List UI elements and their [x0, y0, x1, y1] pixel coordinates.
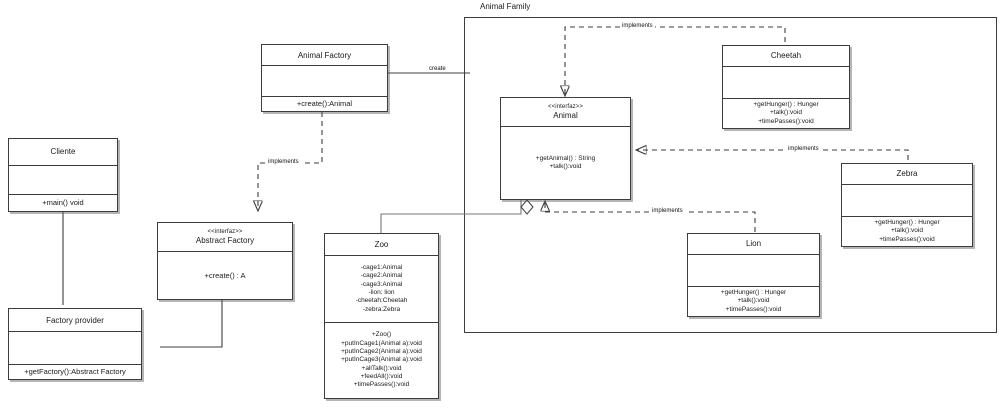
- operation-row: +timePasses():void: [353, 381, 410, 389]
- aggregation-diamond: [520, 199, 534, 215]
- operation-row: +timePasses():void: [758, 117, 814, 125]
- edge-zebra-implements-animal: [636, 150, 909, 160]
- operation-row: +talk():void: [549, 163, 582, 170]
- attribute-row: -cage2:Animal: [360, 272, 403, 280]
- edge-label-implements-lion: implements: [650, 208, 685, 214]
- class-attributes-zebra: [842, 185, 972, 218]
- operation-row: +putInCage1(Animal a):void: [341, 339, 422, 347]
- operation-row: +timePasses():void: [725, 305, 782, 313]
- class-box-zebra[interactable]: Zebra +getHunger() : Hunger +talk():void…: [841, 163, 973, 247]
- class-name-animal: Animal: [553, 110, 578, 120]
- class-stereotype-animal: <<interfaz>>: [548, 103, 583, 110]
- class-attributes-cheetah: [723, 67, 849, 100]
- edge-label-implements-cheetah: implements: [620, 23, 655, 29]
- attribute-row: -lion: lion: [368, 289, 395, 296]
- operation-row: +getAnimal() : String: [535, 154, 596, 162]
- class-box-cheetah[interactable]: Cheetah +getHunger() : Hunger +talk():vo…: [722, 45, 850, 129]
- operation-row: +talk():void: [891, 227, 923, 235]
- class-attributes-zoo: -cage1:Animal -cage2:Animal -cage3:Anima…: [325, 256, 438, 323]
- class-attributes-lion: [688, 255, 819, 288]
- class-header-abstract-factory: <<interfaz>> Abstract Factory: [158, 223, 292, 252]
- class-attributes-animal-factory: [262, 66, 387, 98]
- operation-row: +putInCage3(Animal a):void: [341, 356, 422, 364]
- class-box-cliente[interactable]: Cliente +main() void: [8, 138, 118, 212]
- edge-label-implements-abstract-factory: implements: [266, 159, 301, 165]
- edge-label-implements-zebra: implements: [786, 146, 821, 152]
- attribute-row: -cage1:Animal: [360, 264, 403, 272]
- class-name-lion: Lion: [745, 239, 762, 249]
- class-box-factory-provider[interactable]: Factory provider +getFactory():Abstract …: [8, 308, 142, 380]
- class-operations-cheetah: +getHunger() : Hunger +talk():void +time…: [723, 99, 849, 128]
- operation-row: +getHunger() : Hunger: [753, 101, 819, 109]
- class-header-factory-provider: Factory provider: [9, 309, 141, 333]
- class-stereotype-abstract-factory: <<interfaz>>: [207, 228, 243, 235]
- operation-row: +Zoo(): [371, 331, 392, 339]
- operation-row: +timePasses():void: [879, 235, 935, 243]
- class-header-animal: <<interfaz>> Animal: [501, 98, 630, 127]
- operation-row: +main() void: [42, 198, 84, 208]
- operation-row: +getHunger() : Hunger: [874, 219, 940, 227]
- operation-row: +putInCage2(Animal a):void: [341, 348, 422, 356]
- operation-row: +talk():void: [770, 109, 802, 117]
- attribute-row: -zebra:Zebra: [362, 305, 401, 313]
- operation-row: +create():Animal: [296, 99, 353, 109]
- edge-lion-implements-animal: [545, 201, 756, 232]
- class-header-cliente: Cliente: [9, 139, 117, 166]
- class-operations-lion: +getHunger() : Hunger +talk():void +time…: [688, 287, 819, 316]
- class-box-lion[interactable]: Lion +getHunger() : Hunger +talk():void …: [687, 233, 820, 317]
- class-operations-zoo: +Zoo() +putInCage1(Animal a):void +putIn…: [325, 323, 438, 398]
- class-operations-abstract-factory: +create() : A: [158, 252, 292, 299]
- operation-row: +create() : A: [204, 270, 246, 280]
- class-header-cheetah: Cheetah: [723, 46, 849, 68]
- class-operations-animal: +getAnimal() : String +talk():void: [501, 127, 630, 199]
- package-label-animal-family: Animal Family: [480, 2, 531, 11]
- class-box-abstract-factory[interactable]: <<interfaz>> Abstract Factory +create() …: [157, 222, 293, 300]
- attribute-row: -cheetah:Cheetah: [355, 297, 408, 305]
- class-box-animal-factory[interactable]: Animal Factory +create():Animal: [261, 44, 388, 112]
- class-name-zebra: Zebra: [896, 169, 918, 179]
- package-frame-animal-family: [464, 17, 997, 333]
- class-name-zoo: Zoo: [374, 239, 389, 249]
- class-attributes-factory-provider: [9, 332, 141, 366]
- class-header-zebra: Zebra: [842, 164, 972, 186]
- edge-factory-provider-to-abstract-factory: [160, 300, 223, 348]
- class-header-animal-factory: Animal Factory: [262, 45, 387, 67]
- operation-row: +feedAll():void: [360, 372, 403, 380]
- class-box-animal[interactable]: <<interfaz>> Animal +getAnimal() : Strin…: [500, 97, 631, 200]
- class-name-factory-provider: Factory provider: [46, 315, 104, 325]
- class-name-abstract-factory: Abstract Factory: [195, 235, 255, 245]
- class-name-cliente: Cliente: [50, 147, 76, 157]
- class-name-animal-factory: Animal Factory: [297, 50, 352, 60]
- class-header-zoo: Zoo: [325, 234, 438, 256]
- operation-row: +talk():void: [737, 297, 770, 305]
- operation-row: +getHunger() : Hunger: [720, 289, 787, 297]
- class-header-lion: Lion: [688, 234, 819, 256]
- attribute-row: -cage3:Animal: [360, 280, 403, 288]
- operation-row: +allTalk():void: [361, 364, 402, 372]
- class-operations-cliente: +main() void: [9, 195, 117, 211]
- operation-row: +getFactory():Abstract Factory: [24, 367, 126, 377]
- class-box-zoo[interactable]: Zoo -cage1:Animal -cage2:Animal -cage3:A…: [324, 233, 439, 399]
- class-attributes-cliente: [9, 166, 117, 195]
- class-name-cheetah: Cheetah: [770, 51, 802, 61]
- class-operations-animal-factory: +create():Animal: [262, 97, 387, 111]
- edge-label-create: create: [427, 66, 448, 72]
- class-operations-factory-provider: +getFactory():Abstract Factory: [9, 365, 141, 379]
- class-operations-zebra: +getHunger() : Hunger +talk():void +time…: [842, 217, 972, 246]
